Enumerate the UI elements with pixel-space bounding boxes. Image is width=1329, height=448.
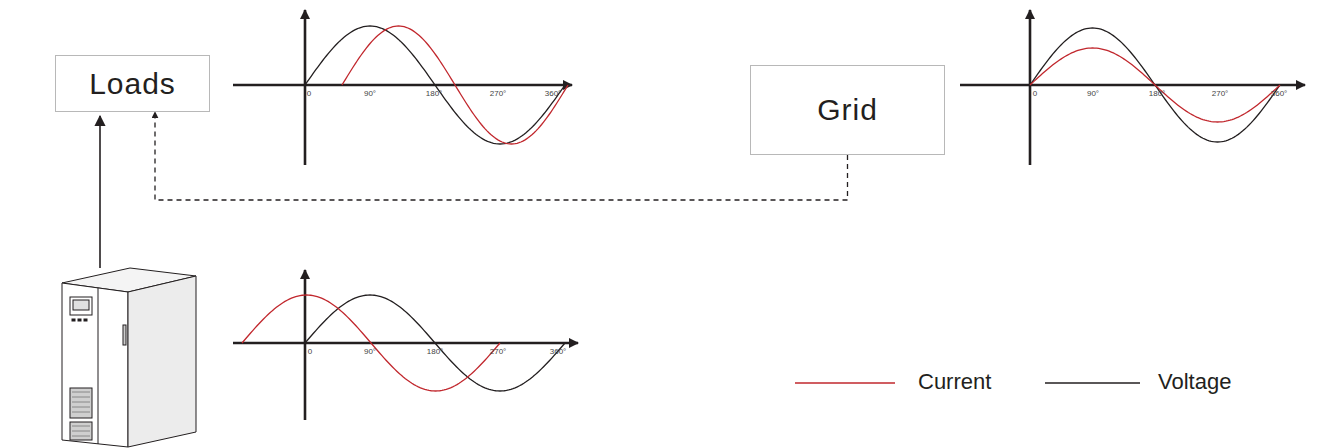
supply-arrow	[99, 116, 101, 268]
axis-tick-label: 180°	[1149, 90, 1166, 98]
current-wave	[242, 295, 500, 391]
y-axis	[304, 10, 307, 165]
legend-label: Voltage	[1158, 369, 1231, 394]
loads-box: Loads	[55, 55, 210, 112]
voltage-wave	[1030, 28, 1280, 142]
x-axis	[960, 84, 1305, 87]
axis-tick-label: 0	[1033, 90, 1037, 98]
axis-tick-label: 90°	[364, 348, 376, 356]
y-axis	[1029, 10, 1032, 165]
legend-label: Current	[918, 369, 991, 394]
axis-tick-label: 90°	[1087, 90, 1099, 98]
y-axis	[304, 270, 307, 420]
axis-tick-label: 270°	[490, 348, 507, 356]
x-axis	[233, 342, 578, 345]
cabinet-illustration	[62, 268, 196, 447]
axis-tick-label: 360°	[550, 348, 567, 356]
axis-tick-label: 180°	[427, 348, 444, 356]
axis-tick-label: 0	[307, 90, 311, 98]
voltage-wave	[305, 295, 565, 391]
axis-tick-label: 270°	[490, 90, 507, 98]
legend-line	[795, 382, 895, 384]
axis-tick-label: 90°	[364, 90, 376, 98]
axis-tick-label: 0	[308, 348, 312, 356]
x-axis	[233, 84, 572, 87]
axis-tick-label: 360°	[1271, 90, 1288, 98]
current-wave	[342, 26, 568, 144]
grid-box: Grid	[750, 65, 945, 155]
voltage-wave	[305, 26, 565, 144]
node-label: Grid	[817, 93, 878, 127]
current-wave	[1030, 48, 1280, 122]
axis-tick-label: 360°	[545, 90, 562, 98]
dashed-feed-line	[155, 112, 848, 200]
node-label: Loads	[89, 67, 176, 101]
axis-tick-label: 270°	[1212, 90, 1229, 98]
axis-tick-label: 180°	[426, 90, 443, 98]
legend-line	[1045, 382, 1140, 384]
